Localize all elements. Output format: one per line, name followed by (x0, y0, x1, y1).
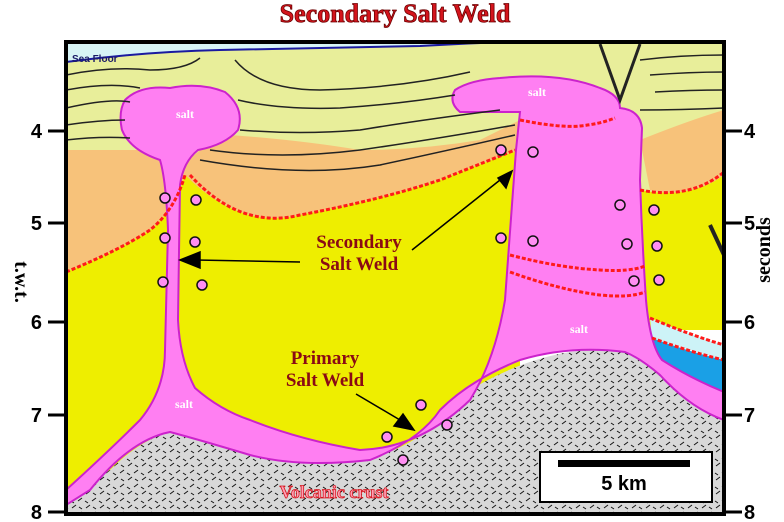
orange-right-unit (640, 110, 724, 200)
secondary-weld-label-line2: Salt Weld (320, 254, 399, 275)
left-tick-6: 6 (31, 312, 42, 334)
left-tick-8: 8 (31, 502, 42, 522)
right-tick-8: 8 (744, 502, 755, 522)
primary-weld-label-line2: Salt Weld (286, 370, 365, 391)
left-tick-7: 7 (31, 405, 42, 427)
right-axis (724, 129, 742, 514)
right-tick-7: 7 (744, 405, 755, 427)
left-tick-4: 4 (31, 121, 43, 143)
weld-markers (157, 144, 665, 466)
unconformity-lines (66, 116, 724, 362)
salt-label-center-bottom: salt (570, 322, 588, 336)
diagram-title: Secondary Salt Weld (280, 0, 511, 28)
section-frame (64, 40, 726, 516)
primary-weld-label-line1: Primary (291, 348, 360, 369)
salt-label-center-top: salt (528, 85, 546, 99)
scale-bar-label: 5 km (601, 473, 647, 495)
salt-label-left-top: salt (176, 107, 194, 121)
right-pale-blue-layer (650, 318, 724, 360)
right-tick-4: 4 (744, 121, 756, 143)
left-axis (48, 129, 66, 514)
salt-left-stock (66, 75, 724, 507)
right-axis-label: seconds (753, 217, 775, 283)
left-axis-label: t.w.t. (10, 261, 32, 303)
volcanic-crust-label: Volcanic crust (280, 482, 389, 502)
yellow-right-unit (640, 175, 724, 330)
sea-floor-line (66, 42, 539, 63)
secondary-weld-label-line1: Secondary (316, 232, 402, 253)
reflector-lines (66, 43, 724, 256)
scale-bar: 5 km (539, 451, 713, 503)
salt-label-left-bottom: salt (175, 397, 193, 411)
right-tick-5: 5 (744, 213, 755, 235)
right-blue-layer (652, 338, 724, 392)
left-tick-5: 5 (31, 213, 42, 235)
secondary-weld-arrows (177, 169, 514, 270)
primary-weld-arrow (355, 393, 416, 432)
sea-floor-label: Sea Floor (72, 54, 118, 65)
right-tick-6: 6 (744, 312, 755, 334)
